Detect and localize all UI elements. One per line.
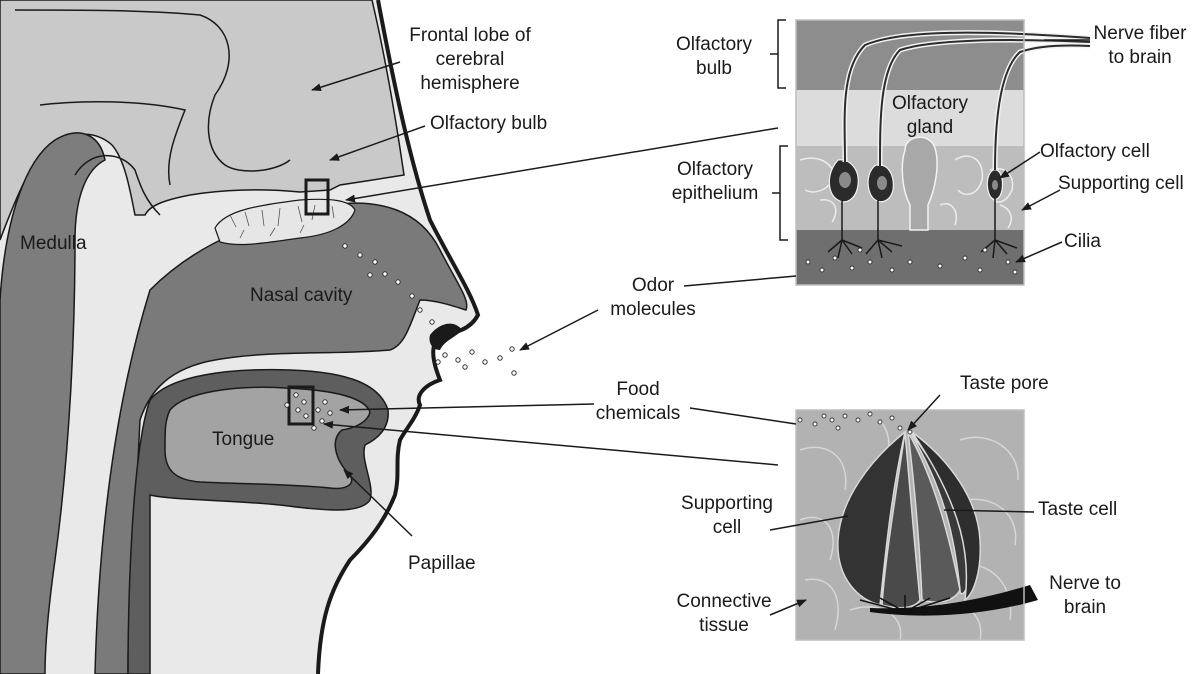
label-odor-molecules: Odor molecules [598, 274, 708, 322]
label-tongue-text: Tongue [212, 428, 274, 452]
label-supporting-cell-top-text: Supporting cell [1058, 172, 1184, 196]
label-olfactory-bulb-main-text: Olfactory bulb [430, 112, 547, 136]
label-connective-tissue-line2: tissue [664, 614, 784, 638]
label-olfactory-bulb-inset-line1: Olfactory [664, 33, 764, 57]
label-olfactory-bulb-main: Olfactory bulb [430, 112, 547, 136]
label-olfactory-bulb-inset-line2: bulb [664, 57, 764, 81]
label-olfactory-gland-line2: gland [880, 116, 980, 140]
label-taste-pore: Taste pore [960, 372, 1049, 396]
label-cilia-text: Cilia [1064, 230, 1101, 254]
label-papillae: Papillae [408, 552, 476, 576]
label-nerve-fiber: Nerve fiber to brain [1090, 22, 1190, 70]
pointer-supporting-cell-top [1022, 190, 1060, 210]
head-cross-section [0, 0, 478, 674]
label-nasal-cavity-text: Nasal cavity [250, 284, 352, 308]
label-connective-tissue: Connective tissue [664, 590, 784, 638]
bracket-olfactory-bulb [770, 20, 786, 88]
pointer-odor-molecules [520, 310, 598, 350]
label-supporting-cell-top: Supporting cell [1058, 172, 1184, 196]
label-tongue: Tongue [212, 428, 274, 452]
label-taste-cell-text: Taste cell [1038, 498, 1117, 522]
label-olfactory-cell: Olfactory cell [1040, 140, 1150, 164]
bracket-olfactory-epithelium [772, 146, 788, 240]
label-olfactory-gland: Olfactory gland [880, 92, 980, 140]
label-connective-tissue-line1: Connective [664, 590, 784, 614]
label-olfactory-cell-text: Olfactory cell [1040, 140, 1150, 164]
label-medulla-text: Medulla [20, 232, 87, 256]
label-olfactory-bulb-inset: Olfactory bulb [664, 33, 764, 81]
label-frontal-lobe-line1: Frontal lobe of [395, 24, 545, 48]
label-food-chemicals-line1: Food [588, 378, 688, 402]
label-odor-molecules-line2: molecules [598, 298, 708, 322]
label-nerve-to-brain-line1: Nerve to [1040, 572, 1130, 596]
label-cilia: Cilia [1064, 230, 1101, 254]
label-nerve-fiber-line2: to brain [1090, 46, 1190, 70]
label-olfactory-epithelium: Olfactory epithelium [660, 158, 770, 206]
label-frontal-lobe: Frontal lobe of cerebral hemisphere [395, 24, 545, 96]
label-odor-molecules-line1: Odor [598, 274, 708, 298]
label-taste-pore-text: Taste pore [960, 372, 1049, 396]
label-food-chemicals-line2: chemicals [588, 402, 688, 426]
label-supporting-cell-bottom: Supporting cell [672, 492, 782, 540]
label-papillae-text: Papillae [408, 552, 476, 576]
label-olfactory-epithelium-line2: epithelium [660, 182, 770, 206]
label-supporting-cell-bottom-line1: Supporting [672, 492, 782, 516]
label-frontal-lobe-line3: hemisphere [395, 72, 545, 96]
label-nerve-fiber-line1: Nerve fiber [1090, 22, 1190, 46]
label-frontal-lobe-line2: cerebral [395, 48, 545, 72]
cilia-layer [796, 230, 1024, 285]
label-nerve-to-brain-line2: brain [1040, 596, 1130, 620]
label-olfactory-gland-line1: Olfactory [880, 92, 980, 116]
label-medulla: Medulla [20, 232, 87, 256]
label-taste-cell: Taste cell [1038, 498, 1117, 522]
label-nasal-cavity: Nasal cavity [250, 284, 352, 308]
taste-bud-inset [796, 410, 1038, 640]
label-supporting-cell-bottom-line2: cell [672, 516, 782, 540]
pointer-food-inset [690, 408, 796, 424]
label-nerve-to-brain: Nerve to brain [1040, 572, 1130, 620]
label-food-chemicals: Food chemicals [588, 378, 688, 426]
label-olfactory-epithelium-line1: Olfactory [660, 158, 770, 182]
